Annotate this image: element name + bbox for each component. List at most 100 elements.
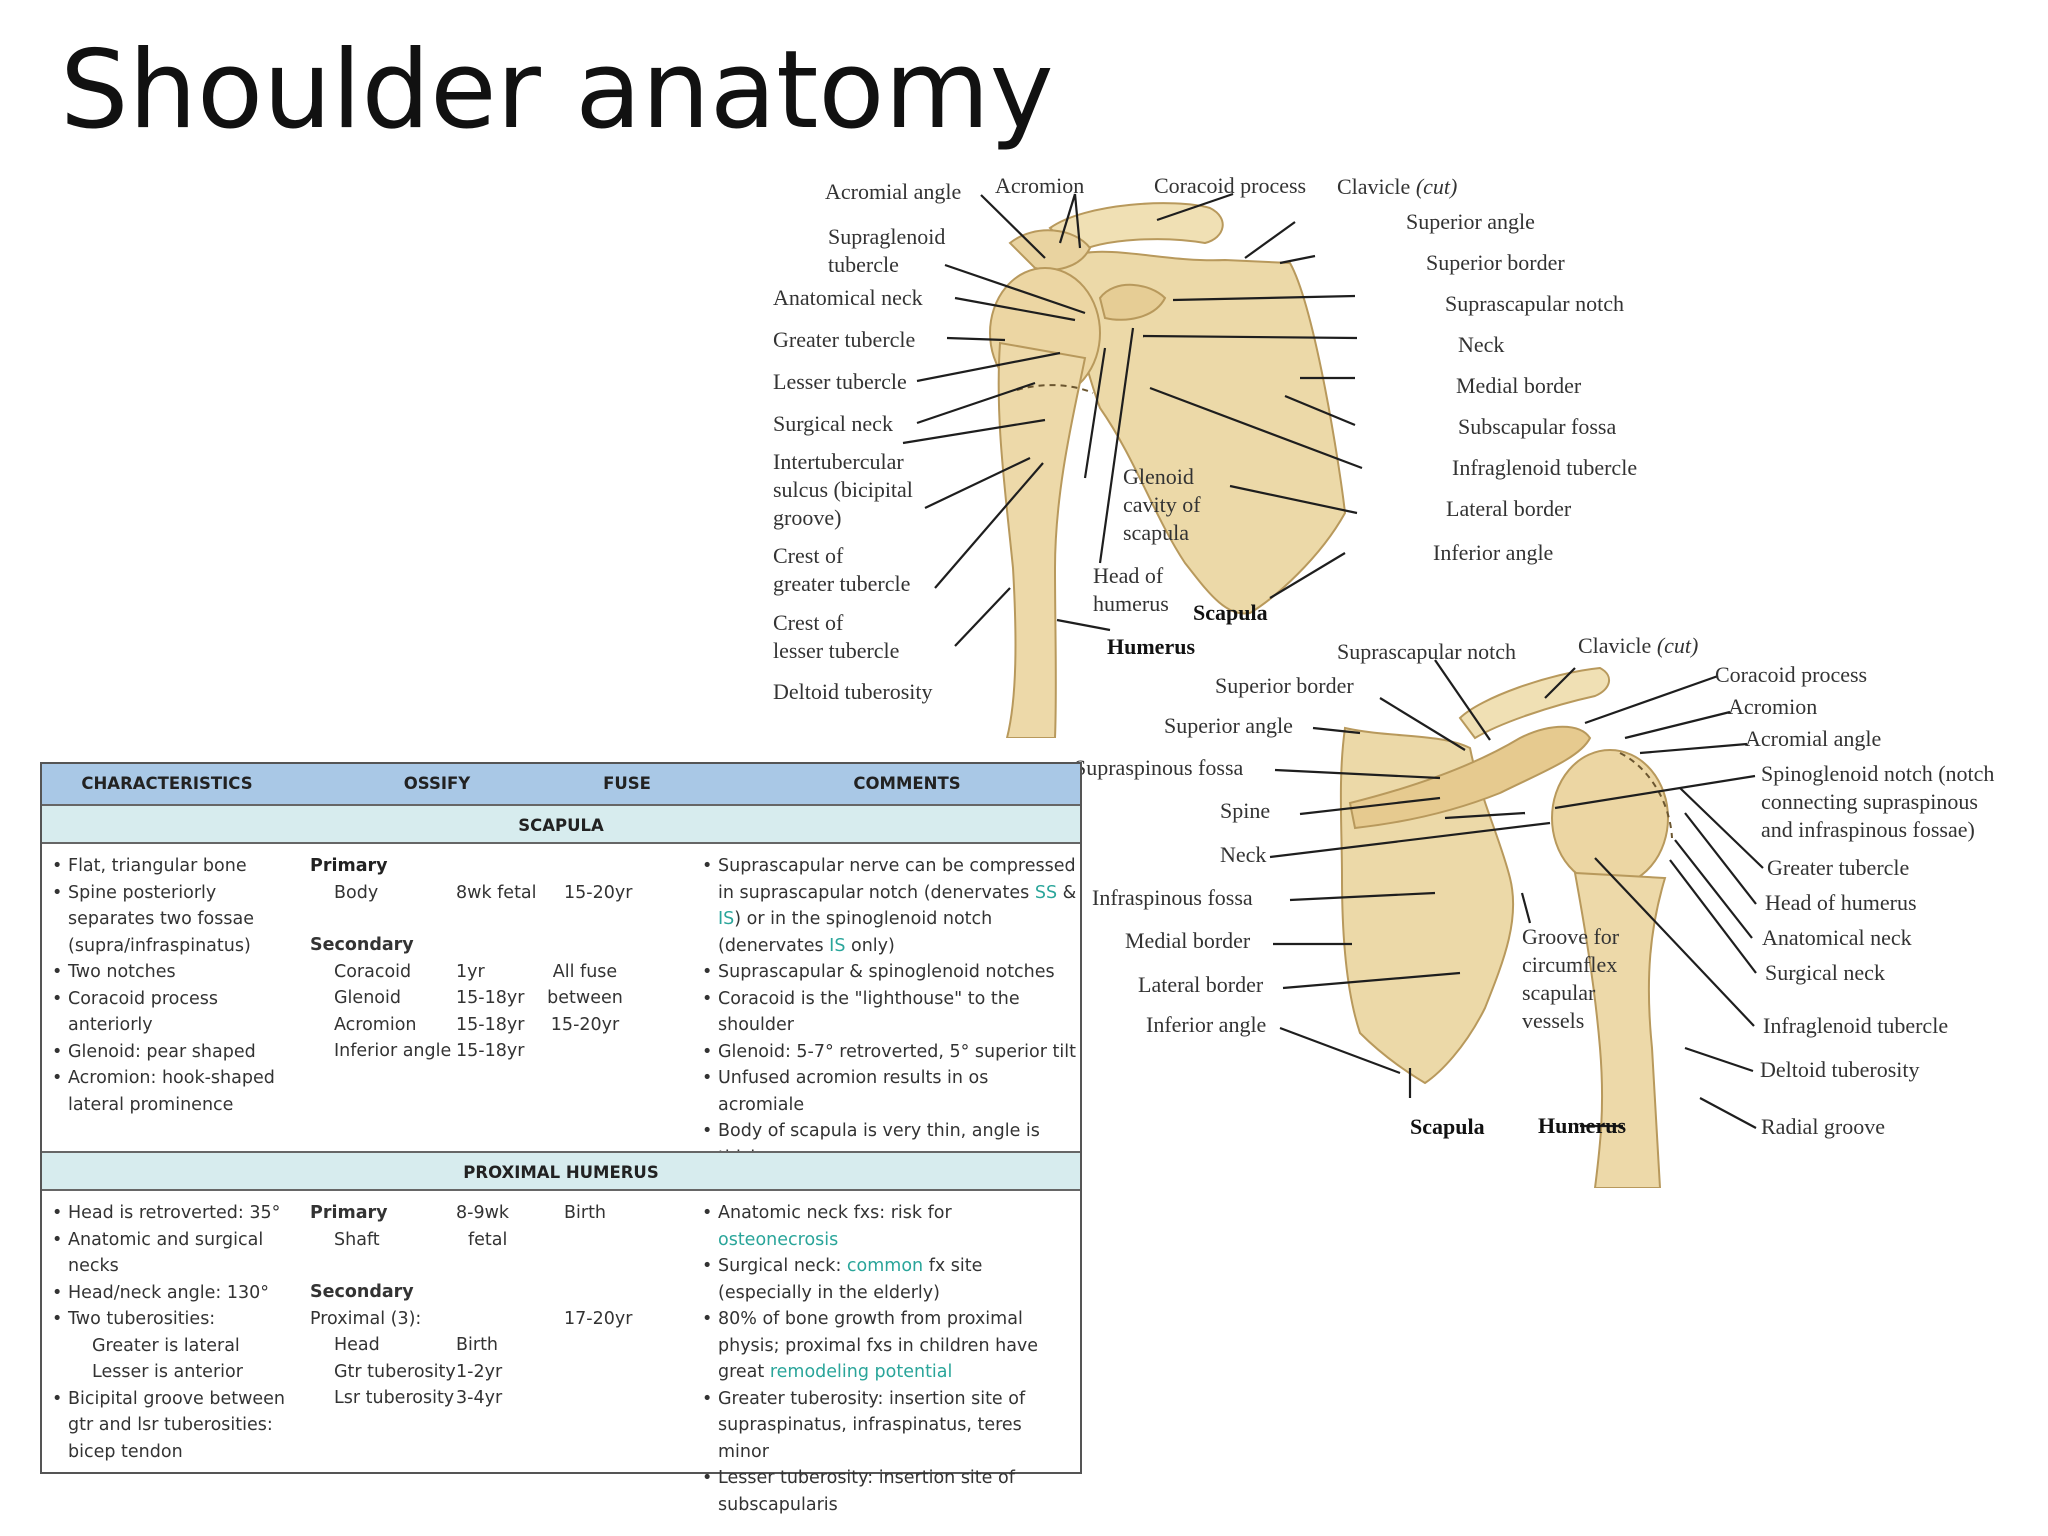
- header-ossify: OSSIFY: [403, 774, 471, 793]
- scapula-ossify-fuse: Primary Body 8wk fetal 15-20yr Secondary C…: [310, 853, 710, 1065]
- label-post-neck: Neck: [1220, 842, 1267, 867]
- list-item: Coracoid process anteriorly: [52, 986, 292, 1039]
- list-item: Spine posteriorly separates two fossae (…: [52, 880, 292, 960]
- posterior-shoulder-illustration: [1269, 659, 1764, 1188]
- label-subscapular-fossa: Subscapular fossa: [1458, 414, 1617, 439]
- label-neck: Neck: [1458, 332, 1505, 357]
- list-item: Suprascapular & spinoglenoid notches: [702, 959, 1077, 986]
- label-post-infraspinous-fossa: Infraspinous fossa: [1092, 885, 1253, 910]
- ossify-value: 8wk fetal: [456, 882, 537, 903]
- table-row: Body 8wk fetal 15-20yr: [310, 880, 710, 907]
- list-item: Head is retroverted: 35°: [52, 1200, 292, 1227]
- anterior-shoulder-illustration: [902, 192, 1363, 738]
- table-row: Proximal (3):17-20yr: [310, 1308, 633, 1329]
- label-post-anatomical-neck: Anatomical neck: [1762, 925, 1912, 950]
- label-spinoglenoid-notch: Spinoglenoid notch (notch connecting sup…: [1761, 761, 1995, 842]
- label-anatomical-neck: Anatomical neck: [773, 285, 923, 310]
- list-item: Surgical neck: common fx site (especiall…: [702, 1253, 1077, 1306]
- list-item: Unfused acromion results in os acromiale: [702, 1065, 1077, 1118]
- list-item: Greater is lateral: [92, 1335, 240, 1356]
- label-post-humerus: Humerus: [1538, 1113, 1626, 1138]
- label-acromial-angle: Acromial angle: [825, 179, 962, 204]
- label-radial-groove: Radial groove: [1761, 1114, 1886, 1139]
- header-comments: COMMENTS: [853, 774, 961, 793]
- site: Body: [334, 882, 379, 903]
- label-supraglenoid-tubercle: Supraglenoid tubercle: [828, 224, 946, 277]
- scapula-shape: [1053, 250, 1347, 615]
- label-post-greater-tubercle: Greater tubercle: [1767, 855, 1910, 880]
- label-clavicle: Clavicle (cut): [1337, 174, 1458, 199]
- header-fuse: FUSE: [603, 774, 651, 793]
- label-post-superior-angle: Superior angle: [1164, 713, 1293, 738]
- label-superior-angle: Superior angle: [1406, 209, 1535, 234]
- label-post-suprascapular-notch: Suprascapular notch: [1337, 639, 1516, 664]
- scapula-secondary-label: Secondary: [310, 935, 414, 955]
- label-acromion: Acromion: [995, 173, 1085, 198]
- posterior-clavicle-shape: [1458, 666, 1610, 740]
- label-crest-lesser-tubercle: Crest of lesser tubercle: [773, 610, 900, 663]
- label-post-acromion: Acromion: [1728, 694, 1818, 719]
- label-lateral-border: Lateral border: [1446, 496, 1572, 521]
- list-item: Suprascapular nerve can be compressed in…: [702, 853, 1077, 959]
- label-scapula: Scapula: [1193, 600, 1268, 625]
- fuse-value: 15-20yr: [564, 882, 633, 903]
- list-item: Lesser tuberosity: insertion site of sub…: [702, 1465, 1077, 1518]
- label-lesser-tubercle: Lesser tubercle: [773, 369, 907, 394]
- label-glenoid-cavity: Glenoid cavity of scapula: [1123, 464, 1201, 545]
- slide-title: Shoulder anatomy: [60, 28, 1054, 153]
- label-coracoid-process: Coracoid process: [1154, 173, 1307, 198]
- label-inferior-angle: Inferior angle: [1433, 540, 1554, 565]
- list-item: Greater tuberosity: insertion site of su…: [702, 1386, 1077, 1466]
- table-row: Gtr tuberosity1-2yr: [334, 1361, 503, 1382]
- humerus-comments: Anatomic neck fxs: risk for osteonecrosi…: [702, 1200, 1077, 1518]
- label-greater-tubercle: Greater tubercle: [773, 327, 916, 352]
- list-item: Glenoid: pear shaped: [52, 1039, 292, 1066]
- label-suprascapular-notch: Suprascapular notch: [1445, 291, 1624, 316]
- label-superior-border: Superior border: [1426, 250, 1565, 275]
- list-item: 80% of bone growth from proximal physis;…: [702, 1306, 1077, 1386]
- label-post-spine: Spine: [1220, 798, 1271, 823]
- humerus-secondary-label: Secondary: [310, 1282, 414, 1302]
- list-item: Flat, triangular bone: [52, 853, 292, 880]
- label-post-coracoid-process: Coracoid process: [1715, 662, 1868, 687]
- list-item: Anatomic neck fxs: risk for osteonecrosi…: [702, 1200, 1077, 1253]
- label-post-clavicle: Clavicle (cut): [1578, 633, 1699, 658]
- section-proximal-humerus: PROXIMAL HUMERUS: [42, 1151, 1080, 1191]
- list-item: Acromion: hook-shaped lateral prominence: [52, 1065, 292, 1118]
- label-crest-greater-tubercle: Crest of greater tubercle: [773, 543, 911, 596]
- table-header-row: CHARACTERISTICS OSSIFY FUSE COMMENTS: [42, 764, 1080, 806]
- label-post-acromial-angle: Acromial angle: [1745, 726, 1882, 751]
- posterior-humerus-shaft-shape: [1573, 871, 1667, 1188]
- label-post-infraglenoid-tubercle: Infraglenoid tubercle: [1763, 1013, 1949, 1038]
- scapular-spine-shape: [1348, 725, 1592, 830]
- label-infraglenoid-tubercle: Infraglenoid tubercle: [1452, 455, 1638, 480]
- list-item: Two notches: [52, 959, 292, 986]
- header-characteristics: CHARACTERISTICS: [81, 774, 253, 793]
- label-medial-border: Medial border: [1456, 373, 1582, 398]
- list-item: Bicipital groove between gtr and lsr tub…: [52, 1386, 292, 1466]
- posterior-shoulder-figure: Suprascapular notch Clavicle (cut) Corac…: [1074, 628, 2048, 1188]
- label-post-medial-border: Medial border: [1125, 928, 1251, 953]
- scapula-primary-label: Primary: [310, 856, 388, 876]
- label-surgical-neck: Surgical neck: [773, 411, 893, 436]
- label-post-lateral-border: Lateral border: [1138, 972, 1264, 997]
- humerus-shaft-shape: [997, 341, 1087, 738]
- label-deltoid-tuberosity: Deltoid tuberosity: [773, 679, 933, 704]
- label-intertubercular-sulcus: Intertubercular sulcus (bicipital groove…: [773, 449, 913, 530]
- label-post-superior-border: Superior border: [1215, 673, 1354, 698]
- list-item: Glenoid: 5-7° retroverted, 5° superior t…: [702, 1039, 1077, 1066]
- scapula-secondary-fuse: All fuse between 15-20yr: [547, 961, 623, 1035]
- list-item: Lesser is anterior: [92, 1362, 243, 1382]
- section-scapula: SCAPULA: [42, 804, 1080, 844]
- list-item: Two tuberosities:: [52, 1306, 292, 1333]
- anterior-shoulder-figure: Acromial angle Acromion Coracoid process…: [755, 168, 1675, 738]
- list-item: Coracoid is the "lighthouse" to the shou…: [702, 986, 1077, 1039]
